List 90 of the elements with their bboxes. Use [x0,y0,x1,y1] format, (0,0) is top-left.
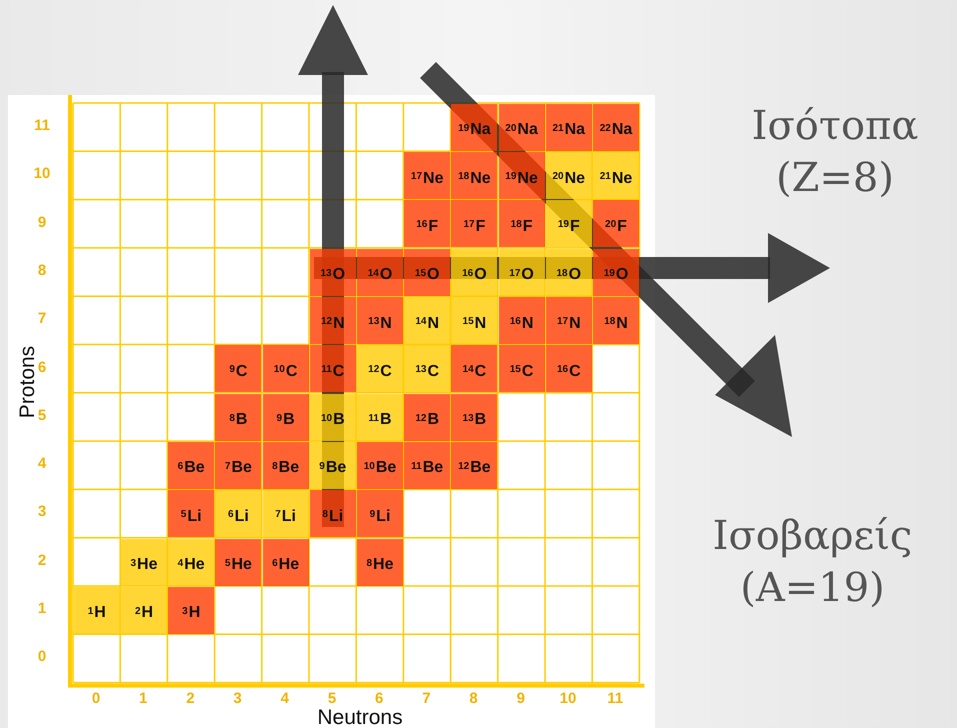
axis-tick-label: 7 [421,690,432,707]
axis-tick-label: 11 [33,117,51,134]
nuclide-cell: $^{16}$O [451,248,498,296]
nuclide-cell: $^{17}$Ne [404,152,450,200]
nuclide-cell: $^{8}$Be [262,442,309,489]
nuclide-cell: $^{8}$He [357,538,403,586]
nuclide-cell: $^{10}$Be [357,442,403,489]
axis-tick-label: 6 [36,358,48,376]
nuclide-cell: $^{13}$O [310,248,356,296]
nuclide-cell: $^{20}$Na [498,104,545,151]
nuclide-cell: $^{19}$F [546,200,592,248]
nuclide-cell: $^{17}$N [546,297,592,344]
axis-tick-label: 2 [185,690,196,707]
nuclide-cell: $^{19}$Na [451,104,498,151]
annotation-text: Ισοβαρείς (A=19) [712,512,914,613]
axis-tick-label: 3 [232,690,243,707]
nuclide-cell: $^{14}$C [451,345,498,392]
axis-tick-label: 5 [36,406,48,424]
nuclide-cell: $^{3}$H [168,586,214,634]
axis-tick-label: 3 [36,503,48,520]
nuclide-cell: $^{12}$N [310,297,356,344]
nuclide-cell: $^{17}$F [451,200,498,248]
nuclide-cell: $^{7}$Li [262,490,309,538]
nuclide-cell: $^{13}$C [404,345,450,392]
nuclide-cell: $^{10}$B [310,394,356,441]
nuclide-cell: $^{16}$C [546,345,592,392]
nuclide-cell: $^{14}$O [357,248,403,296]
nuclide-cell: $^{17}$O [498,248,545,296]
annotation-text: Ισότοπα (Z=8) [750,102,920,203]
nuclide-cell: $^{20}$F [593,200,639,248]
nuclide-cell: $^{4}$He [168,538,214,586]
nuclide-cell: $^{6}$He [262,538,309,586]
nuclide-cell: $^{8}$Li [310,490,356,538]
nuclide-cell: $^{18}$Ne [451,152,498,200]
nuclide-cell: $^{15}$C [498,345,545,392]
axis-tick-label: 6 [374,690,384,707]
nuclide-cell: $^{18}$O [546,248,592,296]
nuclide-cell: $^{20}$Ne [546,152,592,200]
axis-tick-label: 9 [516,690,526,707]
nuclide-cell: $^{13}$N [357,297,403,344]
nuclide-cell: $^{3}$He [121,538,167,586]
axis-tick-label: 1 [36,600,48,617]
nuclide-cell: $^{12}$Be [451,442,498,489]
axis-tick-label: 4 [36,455,48,472]
nuclide-cell: $^{19}$O [593,248,639,296]
axis-tick-label: 9 [36,214,48,231]
nuclide-cell: $^{15}$N [451,297,498,344]
nuclide-cell: $^{6}$Be [168,442,214,489]
axis-tick-label: 11 [606,690,624,707]
nuclide-cell: $^{11}$B [357,394,403,441]
nuclide-cell: $^{11}$Be [404,442,450,489]
nuclide-cell: $^{18}$F [498,200,545,248]
nuclide-cell: $^{7}$Be [215,442,262,489]
nuclide-cell: $^{9}$Li [357,490,403,538]
nuclide-cell: $^{2}$H [121,586,167,634]
axis-tick-label: 1 [138,690,148,707]
nuclide-cell: $^{6}$Li [215,490,262,538]
nuclide-cell: $^{21}$Na [546,104,592,151]
nuclide-cell: $^{9}$C [215,345,262,392]
axis-tick-label: 8 [468,690,479,707]
axis-title: Protons [16,344,39,418]
nuclide-cell: $^{10}$C [262,345,309,392]
nuclide-cell: $^{12}$C [357,345,403,392]
nuclide-cell: $^{13}$B [451,394,498,441]
nuclide-cell: $^{19}$Ne [498,152,545,200]
axis-tick-label: 2 [36,552,48,569]
axis-tick-label: 0 [90,690,102,707]
axis-tick-label: 10 [32,165,52,182]
axis-tick-label: 0 [36,648,48,666]
axis-tick-label: 5 [326,690,338,707]
nuclide-cell: $^{21}$Ne [593,152,639,200]
axis-title: Neutrons [316,706,404,728]
nuclide-cell: $^{5}$He [215,538,262,586]
axis-tick-label: 10 [558,690,578,707]
nuclide-cell: $^{15}$O [404,248,450,296]
axis-tick-label: 4 [280,690,290,707]
nuclide-cell: $^{12}$B [404,394,450,441]
nuclide-cell: $^{14}$N [404,297,450,344]
nuclide-cell: $^{16}$F [404,200,450,248]
nuclide-cell: $^{22}$Na [593,104,639,151]
nuclide-cell: $^{5}$Li [168,490,214,538]
nuclide-cell: $^{18}$N [593,297,639,344]
nuclide-cell: $^{9}$B [262,394,309,441]
axis-tick-label: 7 [36,310,48,328]
axis-tick-label: 8 [36,262,48,279]
nuclide-cell: $^{16}$N [498,297,545,344]
nuclide-cell: $^{8}$B [215,394,262,441]
nuclide-cell: $^{1}$H [74,586,120,634]
nuclide-cell: $^{11}$C [310,345,356,392]
nuclide-cell: $^{9}$Be [310,442,356,489]
